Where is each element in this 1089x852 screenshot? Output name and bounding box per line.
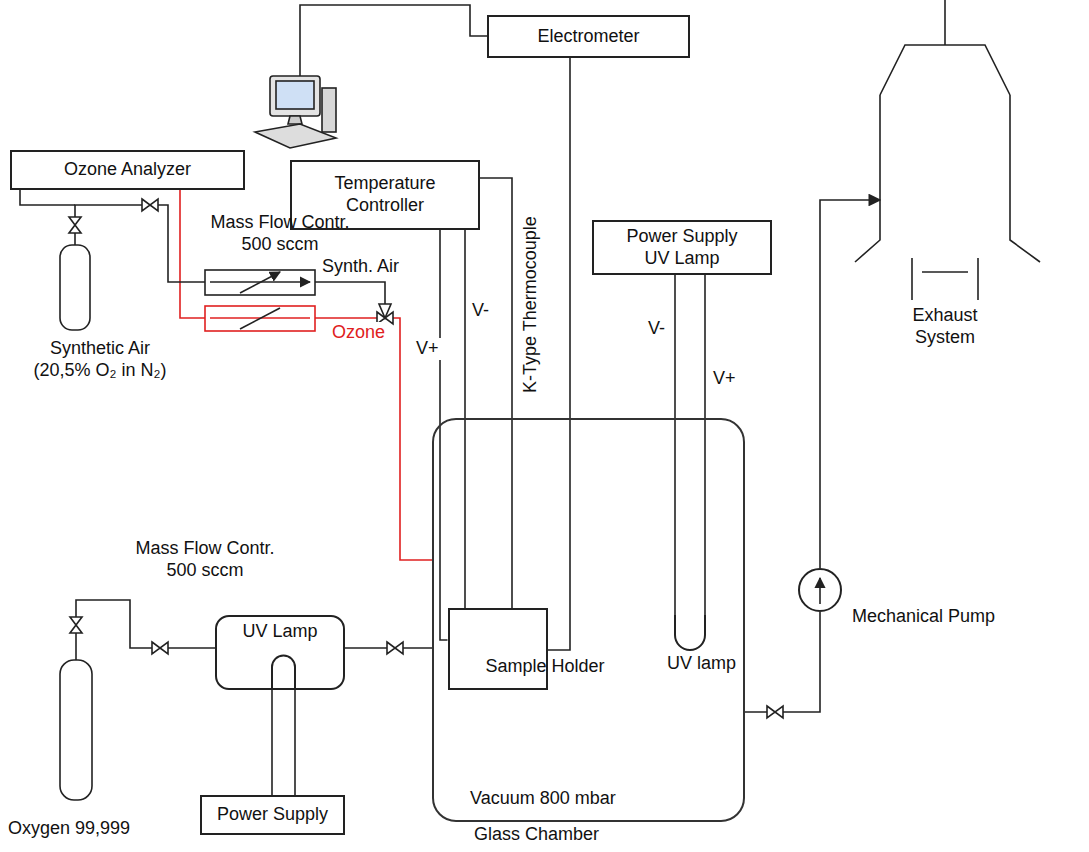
node-text: Temperature Controller (310, 173, 460, 216)
node-text: Vacuum 800 mbar (470, 788, 616, 810)
mechanical-pump: Mechanical Pump (798, 568, 842, 612)
glass-chamber: Vacuum 800 mbarGlass ChamberSample Holde… (432, 418, 745, 822)
text-label: Synth. Air (322, 256, 399, 278)
node-text: Sample Holder (486, 656, 566, 678)
wire-label: V+ (711, 368, 738, 390)
node-text: UV Lamp (217, 621, 343, 643)
node-text: Electrometer (537, 26, 639, 48)
node-text: Ozone Analyzer (64, 159, 191, 181)
wire-label: K-Type Thermocouple (520, 214, 542, 395)
connector (180, 190, 432, 560)
connector (271, 690, 273, 795)
power-wire (294, 690, 296, 795)
lamp-tube (655, 615, 725, 651)
node-text: Glass Chamber (474, 824, 599, 846)
node-text: Mechanical Pump (852, 606, 995, 628)
three-way-valve (377, 304, 393, 324)
uv-lamp: UV lamp (655, 615, 725, 700)
text-label: Mass Flow Contr. 500 sccm (200, 212, 360, 255)
connector (548, 58, 571, 650)
text-label: Synthetic Air (20,5% O₂ in N₂) (25, 338, 175, 381)
instrument-box: Ozone Analyzer (10, 150, 245, 190)
text-label: Mass Flow Contr. 500 sccm (125, 538, 285, 581)
node-text: Power Supply (217, 804, 328, 826)
synthetic-air-cylinder (20, 190, 205, 330)
connector (480, 178, 512, 608)
text-label: Oxygen 99,999 (8, 818, 130, 840)
node-text: Exhaust System (895, 305, 995, 348)
pump-arrow (819, 578, 821, 604)
uv-lamp-housing: UV Lamp (215, 615, 345, 690)
wire-label: V- (470, 300, 491, 322)
sample-holder: Sample Holder (448, 608, 548, 690)
connector (704, 275, 706, 615)
node-text: Power Supply UV Lamp (617, 226, 747, 269)
connector (440, 230, 448, 640)
exhaust-hood (855, 0, 1040, 300)
instrument-box: Power Supply (200, 795, 345, 835)
valve-symbol (387, 642, 403, 654)
connector (674, 275, 676, 615)
instrument-box: Power Supply UV Lamp (592, 220, 772, 275)
instrument-box: Electrometer (487, 15, 690, 58)
node-text: UV lamp (667, 653, 713, 690)
oxygen-cylinder (60, 600, 215, 800)
connector (745, 612, 820, 712)
wire-label: V+ (414, 338, 441, 360)
connector (820, 200, 880, 568)
data-cable (300, 5, 487, 76)
wire-label: V- (646, 318, 667, 340)
exhaust-system: Exhaust System (880, 95, 1010, 345)
wire-label: Ozone (330, 322, 387, 344)
valve-symbol (767, 706, 783, 718)
computer-icon (255, 76, 336, 148)
